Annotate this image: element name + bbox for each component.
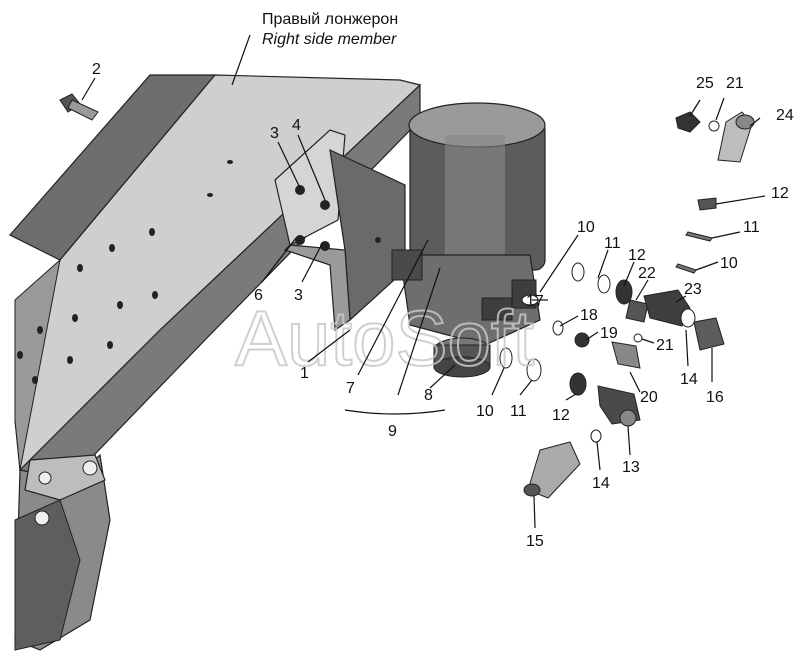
part-labels: 2 3 4 6 3 1 7 9 8 9 10 11 12 22 23 25 21…: [92, 61, 794, 550]
label-8: 8: [424, 387, 433, 404]
label-22: 22: [638, 265, 656, 282]
label-25: 25: [696, 75, 714, 92]
label-11-bottom: 11: [510, 403, 527, 420]
label-19: 19: [600, 325, 618, 342]
label-13: 13: [622, 459, 640, 476]
title-ru: Правый лонжерон: [262, 11, 398, 28]
label-21-mid: 21: [656, 337, 674, 354]
label-11-mid: 11: [604, 235, 621, 252]
bracket-1: [274, 129, 406, 332]
label-2: 2: [92, 61, 101, 78]
label-12-mid: 12: [628, 247, 646, 264]
label-14-right: 14: [680, 371, 698, 388]
label-12-bottom: 12: [552, 407, 570, 424]
label-20: 20: [640, 389, 658, 406]
label-16: 16: [706, 389, 724, 406]
title-en: Right side member: [262, 31, 397, 48]
leader-lines: [81, 34, 766, 529]
label-10-right: 10: [720, 255, 738, 272]
fittings-group: [499, 111, 755, 499]
label-1: 1: [300, 365, 309, 382]
label-11-right: 11: [743, 219, 760, 236]
label-21-top: 21: [726, 75, 744, 92]
label-3-top: 3: [270, 125, 279, 142]
label-14-bottom: 14: [592, 475, 610, 492]
label-6: 6: [254, 287, 263, 304]
label-18: 18: [580, 307, 598, 324]
label-24: 24: [776, 107, 794, 124]
label-10-mid: 10: [577, 219, 595, 236]
label-9: 9: [388, 423, 397, 440]
watermark-text: AutoSoft: [235, 294, 535, 382]
air-dryer-unit: [391, 102, 546, 378]
label-23: 23: [684, 281, 702, 298]
label-12-right: 12: [771, 185, 789, 202]
label-7: 7: [346, 380, 355, 397]
label-3-bottom: 3: [294, 287, 303, 304]
bolt-2: [59, 93, 99, 121]
label-17: 17: [526, 293, 544, 310]
label-4: 4: [292, 117, 301, 134]
label-15: 15: [526, 533, 544, 550]
label-10-bottom: 10: [476, 403, 494, 420]
